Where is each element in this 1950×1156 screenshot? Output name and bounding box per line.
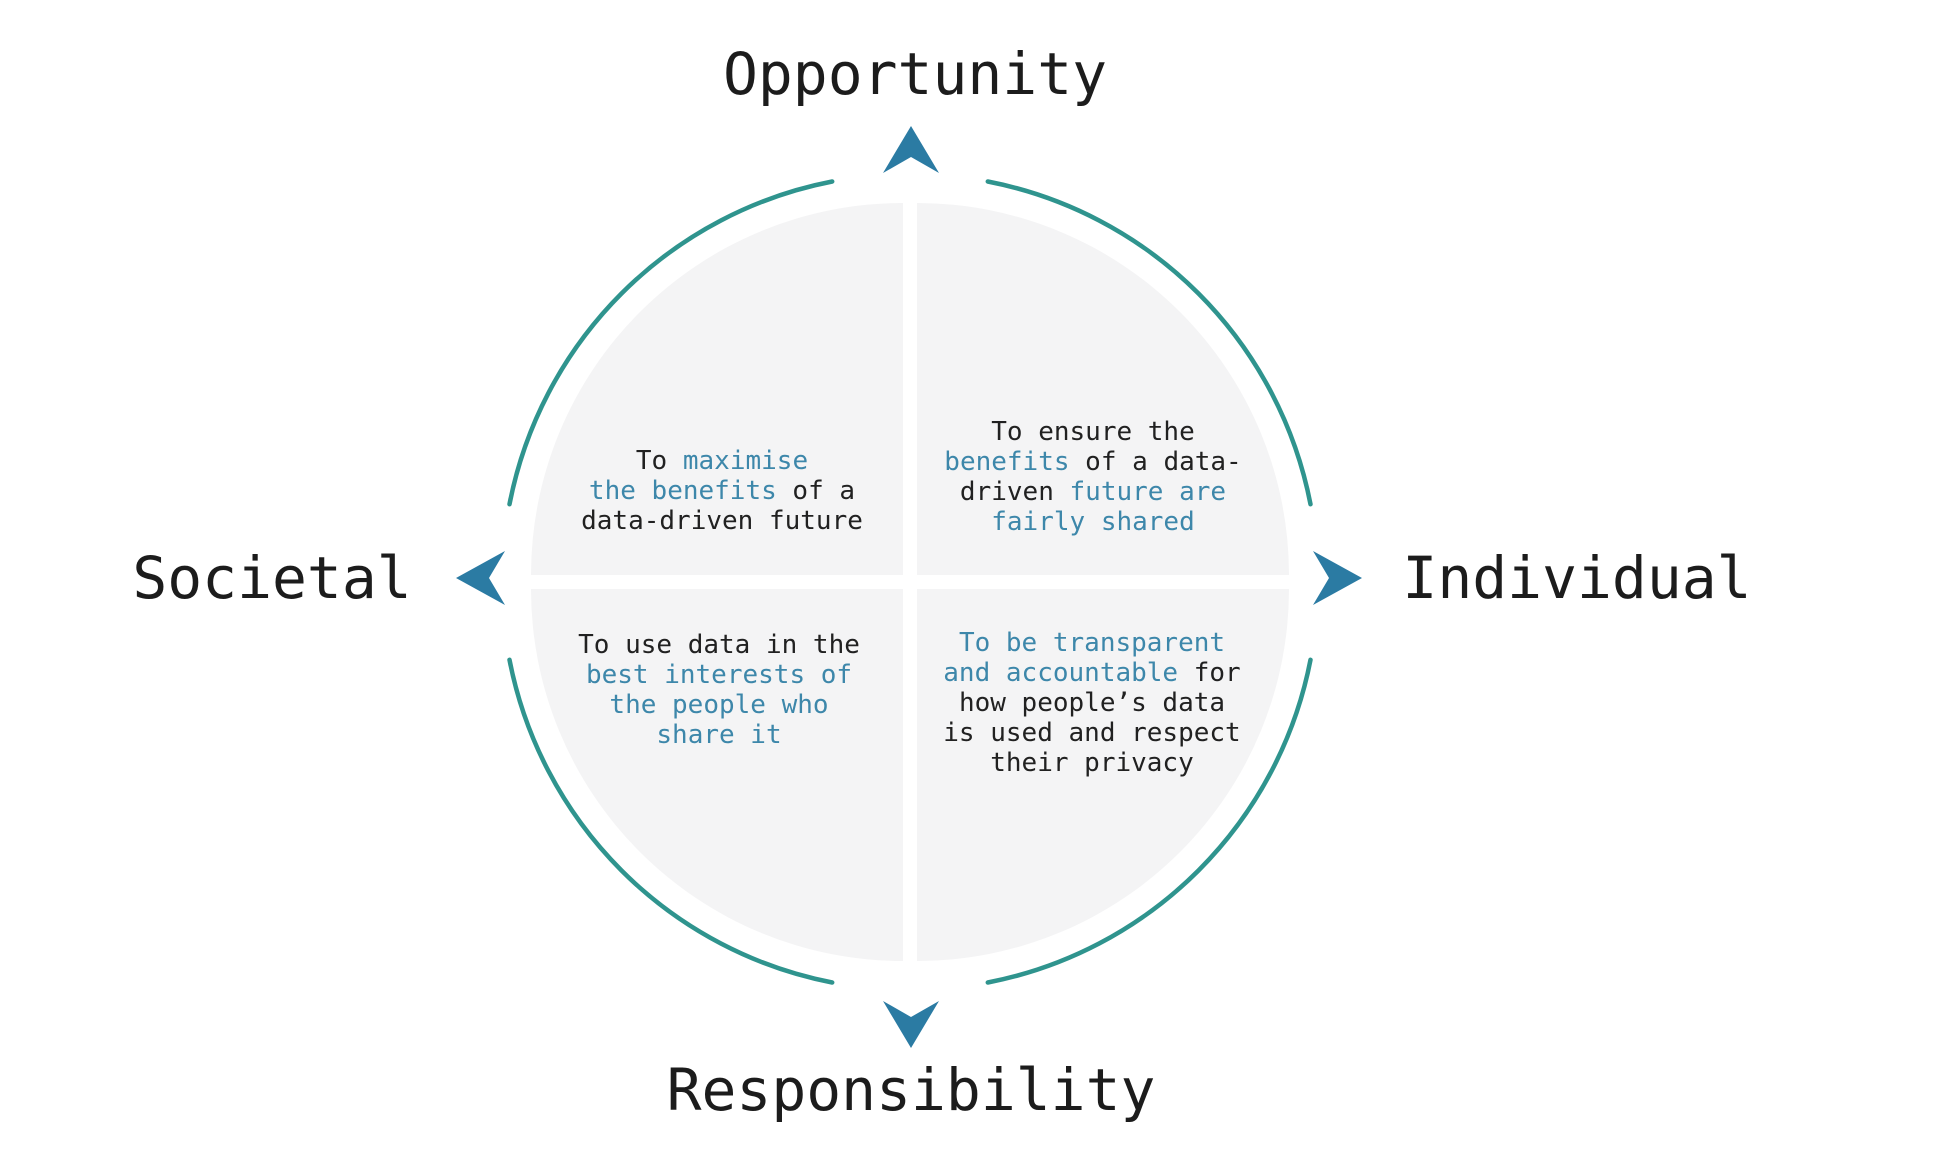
- axis-title-individual: Individual: [1402, 544, 1752, 612]
- text-segment: To use data in the: [578, 630, 860, 660]
- axis-title-opportunity: Opportunity: [722, 40, 1108, 108]
- arrow-down-icon: [883, 1001, 939, 1048]
- circle-arc-top-right: [985, 179, 1313, 507]
- quadrant-shape-bottom-left: [531, 589, 903, 961]
- text-line: is used and respect: [943, 718, 1240, 748]
- text-line: To be transparent: [943, 628, 1240, 658]
- quadrant-text-bottom-right: To be transparent and accountable for ho…: [943, 628, 1240, 778]
- text-segment: of a data-: [1069, 447, 1242, 477]
- axis-title-responsibility: Responsibility: [666, 1056, 1156, 1124]
- quadrant-shape-top-right: [917, 203, 1289, 575]
- text-segment: maximise: [682, 446, 809, 476]
- text-line: the benefits of a: [581, 476, 863, 506]
- text-line: best interests of: [578, 660, 860, 690]
- text-segment: is used and respect: [943, 718, 1241, 748]
- circle-arc-top-left: [507, 179, 835, 507]
- text-segment: the people who: [609, 690, 829, 720]
- axis-title-societal: Societal: [132, 544, 412, 612]
- text-line: their privacy: [943, 748, 1240, 778]
- text-line: To maximise: [581, 446, 863, 476]
- arrow-up-icon: [883, 126, 939, 173]
- quadrant-shape-top-left: [531, 203, 903, 575]
- text-line: how people’s data: [943, 688, 1240, 718]
- text-segment: To be transparent: [958, 628, 1226, 658]
- text-line: To ensure the: [944, 417, 1241, 447]
- text-line: share it: [578, 720, 860, 750]
- text-segment: fairly shared: [991, 507, 1195, 537]
- text-line: data-driven future: [581, 506, 863, 536]
- circle-arc-bottom-right: [985, 657, 1313, 985]
- quadrant-text-top-right: To ensure the benefits of a data- driven…: [944, 417, 1241, 537]
- text-line: the people who: [578, 690, 860, 720]
- text-line: driven future are: [944, 477, 1241, 507]
- text-segment: To: [635, 446, 683, 476]
- text-segment: and accountable: [943, 658, 1179, 688]
- text-line: and accountable for: [943, 658, 1240, 688]
- quadrant-shape-bottom-right: [917, 589, 1289, 961]
- text-line: To use data in the: [578, 630, 860, 660]
- text-segment: data-driven future: [581, 506, 863, 536]
- arrow-right-icon: [1313, 551, 1362, 605]
- text-segment: future are: [1069, 477, 1227, 507]
- text-segment: their privacy: [990, 748, 1194, 778]
- quadrant-text-top-left: To maximise the benefits of a data-drive…: [581, 446, 863, 536]
- text-segment: best interests of: [585, 660, 853, 690]
- text-line: fairly shared: [944, 507, 1241, 537]
- text-segment: To ensure the: [991, 417, 1195, 447]
- text-segment: how people’s data: [958, 688, 1226, 718]
- text-segment: the benefits: [588, 476, 777, 506]
- text-segment: benefits: [944, 447, 1070, 477]
- text-segment: share it: [656, 720, 782, 750]
- text-line: benefits of a data-: [944, 447, 1241, 477]
- text-segment: for: [1178, 658, 1241, 688]
- circle-arc-bottom-left: [507, 657, 835, 985]
- text-segment: of a: [776, 476, 856, 506]
- arrow-left-icon: [456, 551, 505, 605]
- text-segment: driven: [959, 477, 1070, 507]
- quadrant-text-bottom-left: To use data in the best interests of the…: [578, 630, 860, 750]
